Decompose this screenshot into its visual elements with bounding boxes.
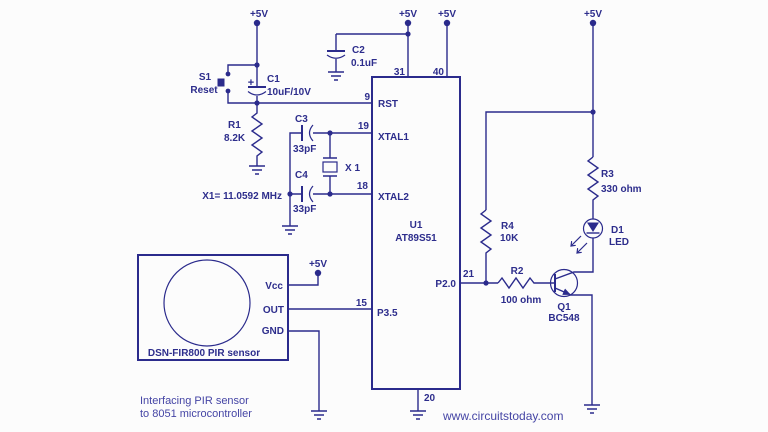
pin-num-31: 31 (394, 67, 406, 78)
c3-curved-plate (308, 124, 314, 142)
c1-polarity: + (248, 77, 254, 89)
pin-label-xtal2: XTAL2 (378, 192, 409, 203)
pir-pin-gnd: GND (262, 326, 284, 337)
crystal-body-icon (322, 161, 338, 173)
transistor-q1-icon (549, 268, 579, 298)
caption-line2: to 8051 microcontroller (140, 408, 252, 420)
r4-ref: R4 (501, 221, 514, 232)
ic-body (371, 76, 461, 390)
ground-icon-c2 (327, 71, 345, 81)
pir-pin-out: OUT (263, 305, 284, 316)
d1-ref: D1 (611, 225, 624, 236)
c4-ref: C4 (295, 170, 308, 181)
c2-decoupling: C2 0.1uF (326, 31, 411, 81)
vcc-label-1: +5V (250, 9, 268, 20)
crystal-note: X1= 11.0592 MHz (202, 191, 282, 202)
r4-resistor-icon (479, 209, 493, 283)
s1-label: Reset (190, 85, 218, 96)
website-link[interactable]: www.circuitstoday.com (442, 409, 563, 423)
s1-ref: S1 (199, 72, 212, 83)
vcc-label-pir: +5V (309, 259, 327, 270)
pin-label-p35: P3.5 (377, 308, 398, 319)
ground-icon-q1 (583, 404, 601, 414)
pin-label-p20: P2.0 (435, 279, 456, 290)
ic-ref: U1 (410, 220, 423, 231)
pin-num-21: 21 (463, 269, 475, 280)
microcontroller-u1: U1 AT89S51 9 RST 19 XTAL1 18 XTAL2 31 40… (356, 23, 475, 420)
pin-num-20: 20 (424, 393, 436, 404)
c2-value: 0.1uF (351, 58, 377, 69)
pin-num-18: 18 (357, 181, 369, 192)
captions: Interfacing PIR sensor to 8051 microcont… (140, 395, 563, 423)
r2-resistor-icon (497, 276, 555, 290)
r2-value: 100 ohm (501, 295, 542, 306)
r3-resistor-icon (586, 156, 600, 219)
pin-label-xtal1: XTAL1 (378, 132, 409, 143)
c4-value: 33pF (293, 204, 316, 215)
ground-icon-r1 (248, 165, 266, 175)
pir-pin-vcc: Vcc (265, 281, 283, 292)
c4-curved-plate (308, 185, 314, 203)
d1-type: LED (609, 237, 629, 248)
pin-label-rst: RST (378, 99, 398, 110)
r1-resistor-icon (250, 103, 264, 166)
c3-ref: C3 (295, 114, 308, 125)
vcc-label-2: +5V (399, 9, 417, 20)
crystal-network: C3 33pF C4 33pF X 1 X1= 11.0592 MHz (202, 114, 372, 235)
ground-icon-pir (310, 410, 328, 420)
r1-value: 8.2K (224, 133, 246, 144)
q1-part: BC548 (548, 313, 580, 324)
r2-ref: R2 (511, 266, 524, 277)
caption-line1: Interfacing PIR sensor (140, 395, 249, 407)
r1-ref: R1 (228, 120, 241, 131)
q1-ref: Q1 (557, 302, 571, 313)
ground-icon-pin20 (409, 410, 427, 420)
c2-curved-plate (326, 54, 346, 59)
crystal-ref: X 1 (345, 163, 360, 174)
pir-sensor-module: Vcc OUT GND DSN-FIR800 PIR sensor (137, 254, 372, 420)
vcc-label-3: +5V (438, 9, 456, 20)
pin-num-40: 40 (433, 67, 445, 78)
reset-network: S1 Reset + C1 10uF/10V R1 8.2K (190, 23, 372, 175)
r3-ref: R3 (601, 169, 614, 180)
vcc-label-4: +5V (584, 9, 602, 20)
pir-name: DSN-FIR800 PIR sensor (148, 348, 260, 359)
output-stage: R4 10K R2 100 ohm R3 330 ohm D1 LED Q1 B… (460, 23, 642, 414)
pin-num-15: 15 (356, 298, 368, 309)
led-d1-icon (571, 218, 604, 253)
pir-lens-icon (163, 259, 251, 347)
ground-icon-xtal (281, 225, 299, 235)
pin-num-19: 19 (358, 121, 370, 132)
c1-curved-plate (247, 91, 267, 96)
crystal-leads (323, 133, 337, 194)
c3-value: 33pF (293, 144, 316, 155)
ic-part: AT89S51 (395, 233, 437, 244)
pin-num-9: 9 (364, 92, 370, 103)
reset-button-icon (217, 78, 225, 87)
pir-body (137, 254, 289, 361)
c1-value: 10uF/10V (267, 87, 311, 98)
c1-ref: C1 (267, 74, 280, 85)
r4-value: 10K (500, 233, 519, 244)
c2-ref: C2 (352, 45, 365, 56)
r3-value: 330 ohm (601, 184, 642, 195)
